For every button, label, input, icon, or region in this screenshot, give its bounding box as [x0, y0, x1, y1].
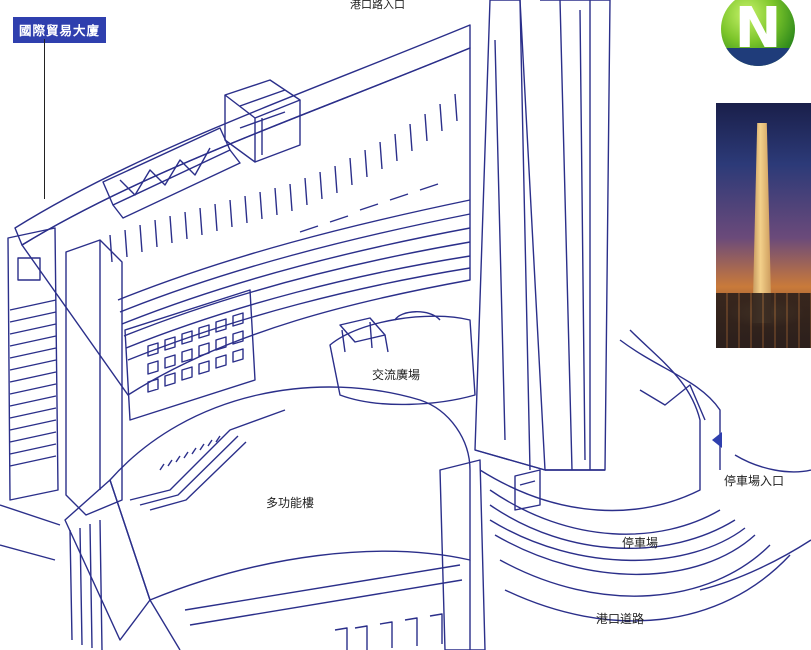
top-partial-label: 港口路入口 — [350, 0, 405, 11]
exchange-plaza — [329, 311, 476, 406]
plaza-stairs — [129, 409, 286, 511]
parking-label: 停車場 — [622, 536, 659, 550]
tower-night-photo — [716, 103, 811, 348]
multi-function-building — [64, 386, 486, 650]
ground-outline — [0, 504, 61, 561]
photo-city-blocks — [716, 293, 811, 348]
curved-main-building — [14, 24, 471, 396]
building-leader-line — [44, 39, 45, 199]
parking-entrance-label: 停車場入口 — [724, 474, 785, 488]
parking-entrance-arrow-icon — [712, 432, 722, 448]
parking-and-road — [479, 329, 811, 622]
twin-spire-tower — [474, 0, 611, 471]
photo-tower-shape — [752, 123, 772, 323]
left-tower — [7, 227, 123, 516]
n-logo-icon: N — [721, 0, 795, 66]
plaza-label: 交流廣場 — [372, 368, 421, 382]
logo-letter: N — [734, 0, 782, 61]
multi-function-label: 多功能樓 — [266, 496, 315, 510]
building-name-label: 國際貿易大廈 — [13, 17, 107, 43]
window-block — [124, 289, 256, 421]
road-label: 港口道路 — [596, 612, 645, 626]
